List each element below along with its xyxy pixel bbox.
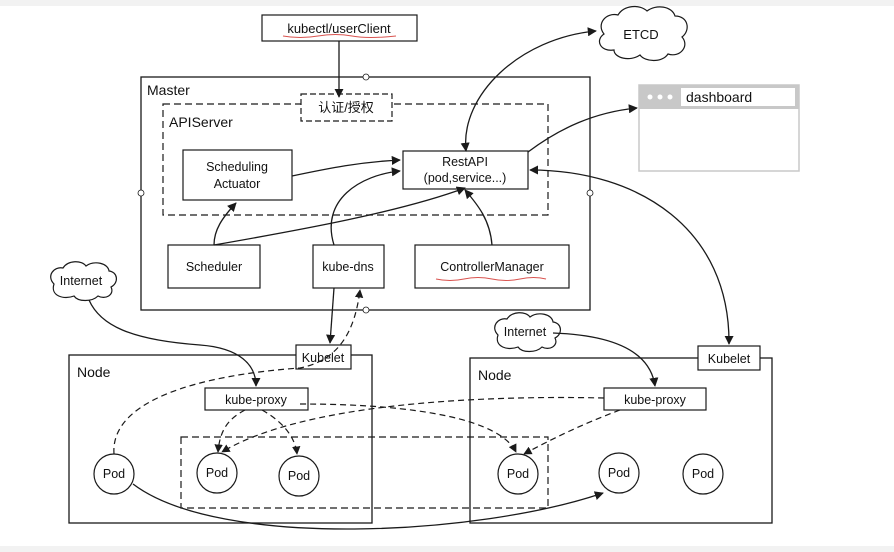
- edge-restapi-etcd: [460, 27, 597, 152]
- scheduler-label: Scheduler: [186, 260, 242, 274]
- dashboard-address-bar: [681, 88, 795, 106]
- kubectl-spell-underline: [282, 34, 397, 38]
- dashboard-dot-3: [667, 94, 673, 100]
- kube-proxy-left-label: kube-proxy: [225, 393, 288, 407]
- pod-2-label: Pod: [206, 466, 228, 480]
- kubelet-right-label: Kubelet: [708, 352, 751, 366]
- internet-right-label: Internet: [504, 325, 547, 339]
- kube-proxy-right-box: [603, 387, 707, 411]
- master-handle-bottom: [362, 306, 370, 314]
- restapi-line1: RestAPI: [442, 155, 488, 169]
- edge-internet-right-proxy: [552, 332, 659, 387]
- scheduling-line1: Scheduling: [206, 160, 268, 174]
- edge-proxyL-pod2: [214, 409, 246, 453]
- edge-scheduling-restapi: [291, 155, 401, 177]
- node-right-box: [469, 357, 773, 524]
- kube-proxy-left-box: [204, 387, 309, 411]
- apiserver-label: APIServer: [169, 114, 233, 130]
- scheduling-actuator-box: [182, 149, 293, 201]
- master-label: Master: [147, 82, 190, 98]
- kube-dns-label: kube-dns: [322, 260, 373, 274]
- dashboard-dot-2: [657, 94, 663, 100]
- pod-6-label: Pod: [692, 467, 714, 481]
- etcd-cloud: [598, 5, 688, 62]
- scheduling-line2: Actuator: [214, 177, 261, 191]
- kubelet-left-label: Kubelet: [302, 351, 345, 365]
- edge-proxyR-pod2: [221, 396, 605, 453]
- master-handle-right: [586, 189, 594, 197]
- kube-dns-box: [312, 244, 385, 289]
- master-handle-left: [137, 189, 145, 197]
- edge-scheduler-actuator: [213, 202, 237, 246]
- edge-controller-restapi: [464, 189, 493, 246]
- edge-proxyL-pod3: [261, 409, 301, 455]
- pod-1-label: Pod: [103, 467, 125, 481]
- auth-label: 认证/授权: [318, 100, 374, 115]
- edge-proxyR-pod4: [523, 409, 621, 455]
- node-left-label: Node: [77, 364, 111, 380]
- edge-internet-left-proxy: [88, 299, 261, 387]
- edge-scheduler-restapi: [213, 186, 466, 246]
- edge-restapi-kubelet-right: [529, 165, 734, 345]
- kubelet-right-box: [697, 345, 761, 371]
- pod-3-label: Pod: [288, 469, 310, 483]
- edge-pod1-pod5: [132, 483, 604, 530]
- controller-label: ControllerManager: [440, 260, 544, 274]
- solid-connectors: [88, 27, 734, 530]
- kube-proxy-right-label: kube-proxy: [624, 393, 687, 407]
- kubelet-left-box: [295, 344, 352, 370]
- restapi-line2: (pod,service...): [424, 171, 507, 185]
- dashboard-label: dashboard: [686, 89, 752, 105]
- auth-box: [300, 93, 393, 122]
- internet-left-label: Internet: [60, 274, 103, 288]
- controller-spell-underline: [435, 277, 547, 281]
- pod-network-box: [180, 436, 549, 509]
- edge-kubedns-restapi: [330, 167, 401, 246]
- dashed-connectors: [113, 289, 621, 455]
- etcd-label: ETCD: [623, 27, 658, 42]
- pod-6: [682, 453, 724, 495]
- edge-restapi-dashboard: [527, 104, 638, 153]
- pod-4-label: Pod: [507, 467, 529, 481]
- pod-5-label: Pod: [608, 466, 630, 480]
- edge-proxyL-pod4: [299, 403, 517, 453]
- restapi-box: [402, 150, 529, 190]
- pod-2: [196, 452, 238, 494]
- node-right-label: Node: [478, 367, 512, 383]
- node-left-box: [68, 354, 373, 524]
- pod-5: [598, 452, 640, 494]
- edge-pod1-kubedns: [113, 289, 364, 455]
- kubectl-label: kubectl/userClient: [287, 21, 391, 36]
- edge-kubedns-kubelet-left: [326, 287, 336, 344]
- pod-3: [278, 455, 320, 497]
- internet-left-cloud: [50, 261, 117, 302]
- top-band: [0, 0, 894, 6]
- pod-4: [497, 453, 539, 495]
- dashboard-dot-1: [647, 94, 653, 100]
- bottom-band: [0, 546, 894, 552]
- master-handle-top: [362, 73, 370, 81]
